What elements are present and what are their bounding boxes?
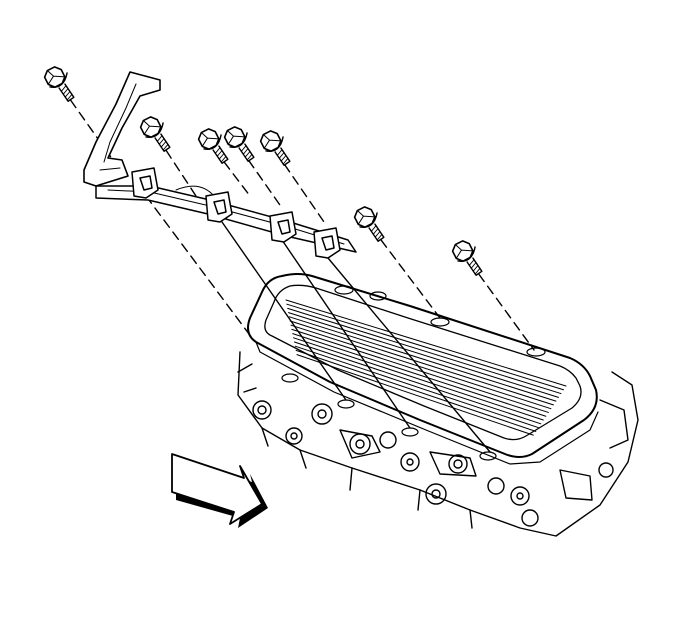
cover-rib [292,333,547,417]
cover-rib [296,354,534,436]
cover-rib [286,303,564,391]
cover-rib [293,337,544,421]
cover-rib [291,328,549,413]
engine-block [237,351,639,537]
cover-rib [295,349,537,432]
cover-rib [287,307,562,395]
bolt-icon [139,116,171,152]
cover-rib [293,341,542,425]
bolt-icon [197,128,229,164]
harness-clip [205,191,233,223]
guide-lines [221,221,491,453]
valve-cover [247,273,599,465]
cover-rib [290,324,552,410]
bolt-icon [43,66,75,102]
bolt-group [43,66,483,276]
cover-rib [294,345,539,429]
bolt-icon [259,130,291,166]
harness-clip [269,211,297,243]
harness-bracket [83,71,357,259]
bolt-icon [353,206,385,242]
harness-clip [313,227,341,259]
direction-arrow-icon [171,453,268,528]
cover-rib [288,316,557,402]
cover-rib [288,312,559,398]
bolt-icon [451,240,483,276]
cover-rib [289,320,554,406]
bolt-icon [223,126,255,162]
harness-clip [131,167,159,199]
